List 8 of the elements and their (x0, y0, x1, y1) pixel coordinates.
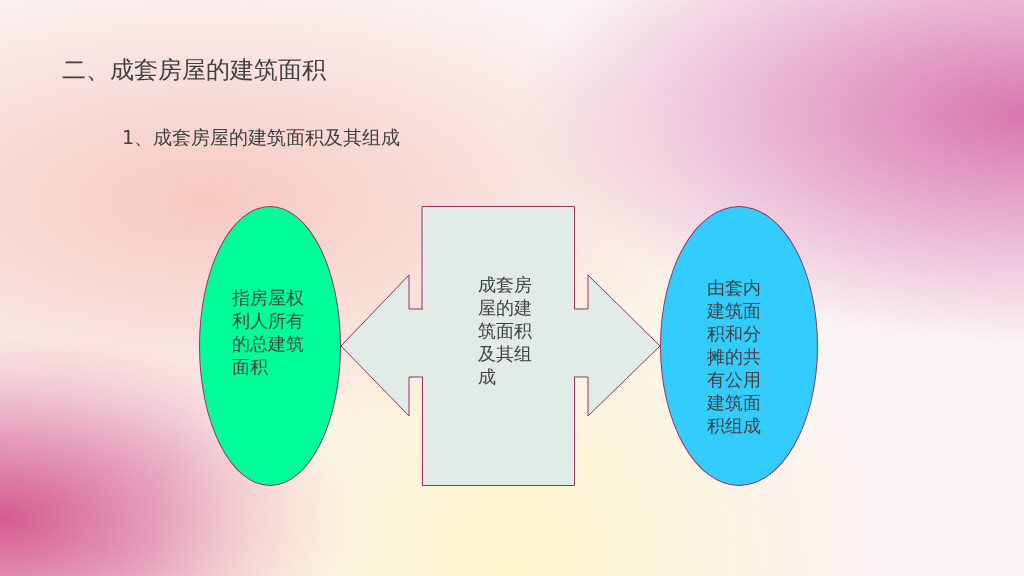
double-arrow-box (422, 206, 575, 486)
node-text: 指房屋权利人所有的总建筑面积 (232, 286, 305, 378)
node-text: 由套内建筑面积和分摊的共有公用建筑面积组成 (707, 276, 762, 437)
subtitle: 1、成套房屋的建筑面积及其组成 (122, 125, 401, 150)
arrow (340, 274, 424, 417)
node-text: 成套房屋的建筑面积及其组成 (478, 273, 533, 388)
slide-title: 二、成套房屋的建筑面积 (62, 55, 326, 86)
arrow (573, 274, 661, 417)
